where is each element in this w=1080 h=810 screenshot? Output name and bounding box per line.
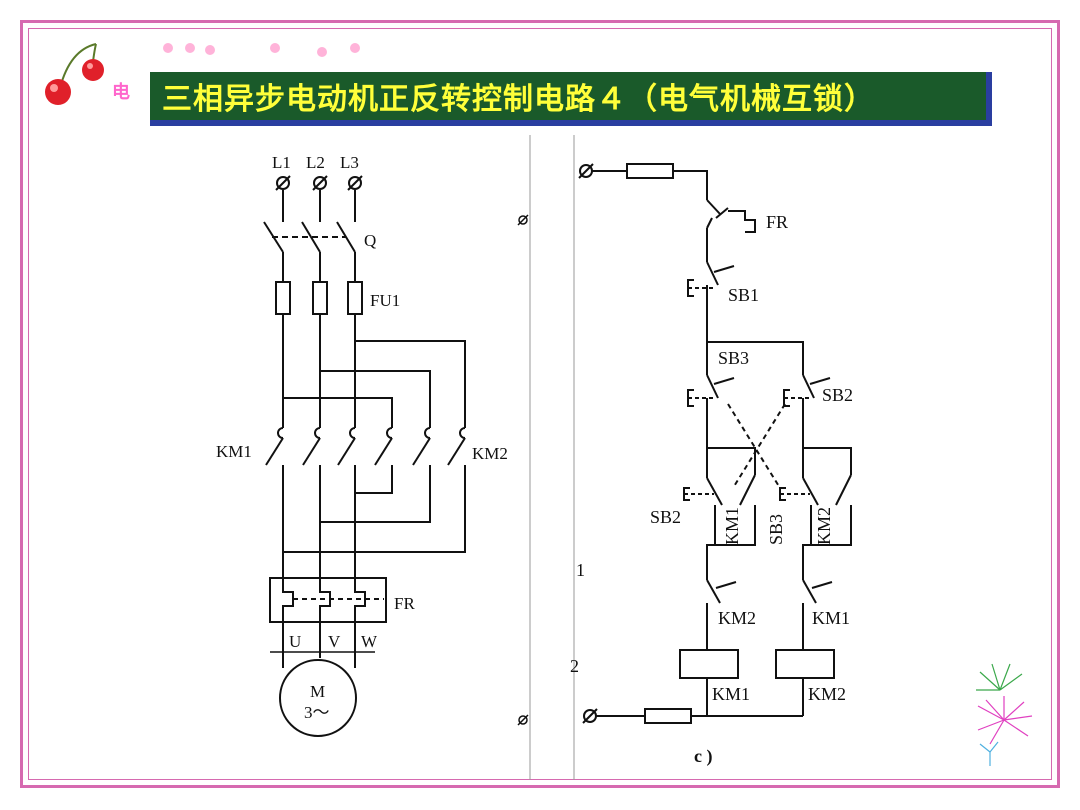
control-circuit [578, 163, 852, 724]
fr-contact-icon [706, 199, 756, 262]
km2-interlock-contact-icon [706, 579, 737, 650]
motor-label: M [310, 682, 325, 701]
line-label-l1: L1 [272, 153, 291, 172]
switch-label: Q [364, 231, 376, 250]
page-title: 三相异步电动机正反转控制电路４（电气机械互锁） [162, 83, 875, 116]
sb3-button-icon [687, 374, 735, 448]
lower-sb2-label: SB2 [650, 507, 681, 527]
control-fuse-bottom-icon [644, 708, 692, 724]
switch-q-icon [263, 221, 356, 253]
lower-km1-label: KM1 [722, 507, 742, 545]
interlock-km1-label: KM1 [812, 608, 850, 628]
fuse-fu1-icon [275, 281, 363, 315]
stray-mark-2: 2 [570, 656, 579, 676]
fr-label: FR [766, 212, 788, 232]
motor-icon [279, 659, 357, 737]
km2-holding-contact-icon [811, 474, 852, 546]
sb3-no-contact-icon [779, 477, 819, 545]
figure-caption: c ) [694, 746, 712, 767]
line-label-l3: L3 [340, 153, 359, 172]
lower-km2-label: KM2 [814, 507, 834, 545]
contactor-km2-label: KM2 [472, 444, 508, 463]
coil-km1-label: KM1 [712, 684, 750, 704]
contactor-hooks [276, 427, 466, 439]
fuse-label: FU1 [370, 291, 400, 310]
cherry-icon [45, 43, 104, 105]
coil-km2-icon [775, 649, 835, 679]
slide-outer-border [20, 20, 1060, 788]
contactor-km1-label: KM1 [216, 442, 252, 461]
title-tab-fragment: 电 [112, 82, 130, 102]
km1-holding-contact-icon [715, 474, 756, 546]
control-fuse-top-icon [626, 163, 674, 179]
sb2-no-contact-icon [683, 477, 723, 545]
mechanical-interlock-icon [727, 403, 786, 489]
contactor-km1-icon [265, 437, 356, 466]
terminal-icons [275, 175, 363, 191]
km1-interlock-contact-icon [802, 579, 833, 650]
main-circuit [263, 175, 466, 737]
overload-fr-icon [269, 577, 387, 623]
heart-decoration-icons [163, 43, 360, 57]
slide-inner-border [28, 28, 1052, 780]
sb1-button-icon [687, 261, 735, 342]
firework-icon [976, 663, 1033, 766]
sb3-label: SB3 [718, 348, 749, 368]
coil-km2-label: KM2 [808, 684, 846, 704]
lower-sb3-label: SB3 [766, 514, 786, 545]
stray-mark-1: 1 [576, 560, 585, 580]
terminal-label-w: W [361, 632, 378, 651]
terminal-label-u: U [289, 632, 301, 651]
title-bar: 三相异步电动机正反转控制电路４（电气机械互锁） [150, 72, 992, 126]
overload-label: FR [394, 594, 415, 613]
line-label-l2: L2 [306, 153, 325, 172]
coil-km1-icon [679, 649, 739, 679]
sb1-label: SB1 [728, 285, 759, 305]
terminal-label-v: V [328, 632, 341, 651]
interlock-km2-label: KM2 [718, 608, 756, 628]
sb2-button-icon [783, 374, 831, 448]
contactor-km2-icon [374, 437, 466, 466]
motor-sub-label: 3～ [304, 703, 330, 722]
sb2-label: SB2 [822, 385, 853, 405]
